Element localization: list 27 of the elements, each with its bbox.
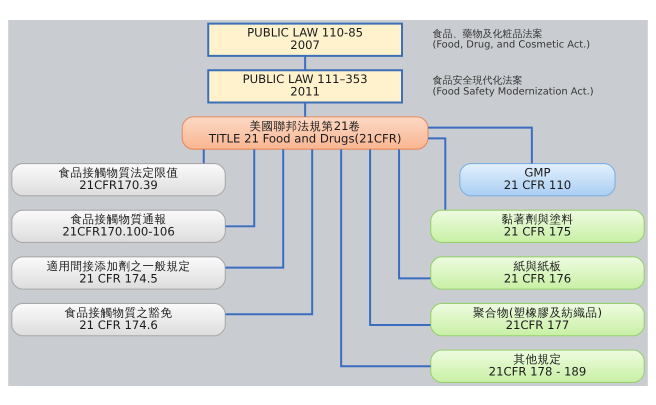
- node-label: (Food Safety Modernization Act.): [432, 86, 594, 97]
- connector: [225, 148, 256, 227]
- node-label: (Food, Drug, and Cosmetic Act.): [432, 39, 590, 50]
- connector: [340, 148, 431, 367]
- connector: [369, 148, 431, 326]
- node-box: 食品接觸物質通報 21CFR170.100-106: [11, 209, 226, 242]
- node-box: 美國聯邦法規第21卷 TITLE 21 Food and Drugs(21CFR): [182, 116, 429, 150]
- connector: [225, 148, 284, 268]
- connector: [304, 102, 306, 116]
- connector: [398, 148, 430, 279]
- connector: [428, 136, 446, 210]
- node-box: 聚合物(塑橡膠及紡織品) 21CFR 177: [430, 302, 645, 336]
- connector: [304, 56, 306, 70]
- node-box: 紙與紙板 21 CFR 176: [430, 256, 645, 290]
- node-box: 食品接觸物質之豁免 21 CFR 174.6: [11, 302, 226, 336]
- connector: [202, 148, 205, 163]
- node-box: PUBLIC LAW 111–353 2011: [207, 68, 403, 104]
- node-box: 黏著劑與塗料 21 CFR 175: [430, 209, 645, 242]
- node-label: 食品安全現代化法案: [432, 75, 523, 86]
- node-box: 適用間接添加劑之一般規定 21 CFR 174.5: [11, 256, 226, 290]
- node-box: PUBLIC LAW 110-85 2007: [207, 22, 403, 56]
- connector: [428, 126, 533, 163]
- node-box: 食品接觸物質法定限值 21CFR170.39: [11, 162, 226, 196]
- node-box: GMP 21 CFR 110: [459, 162, 616, 196]
- node-label: 食品、藥物及化粧品法案: [432, 28, 543, 40]
- connector: [226, 148, 314, 315]
- node-box: 其他規定 21CFR 178 - 189: [430, 349, 645, 382]
